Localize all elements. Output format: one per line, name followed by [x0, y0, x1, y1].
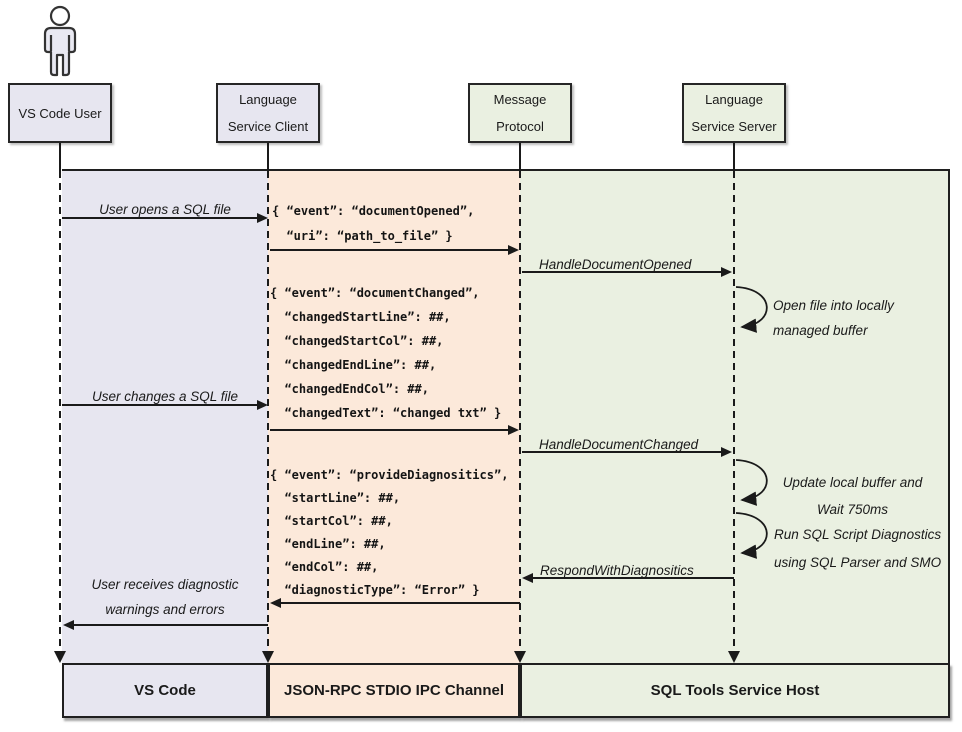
footer-label-ipc-channel: JSON-RPC STDIO IPC Channel [283, 682, 505, 699]
lifeline-server [733, 171, 735, 649]
arrowhead-diagnostics-to-client [270, 598, 281, 608]
annotation-run-diagnostics: Run SQL Script Diagnostics using SQL Par… [774, 527, 942, 570]
lifeline-stub-client [267, 143, 269, 171]
arrowhead-document-changed-send [508, 425, 519, 435]
footer-label-service-host: SQL Tools Service Host [650, 682, 820, 699]
lane-ipc-channel [268, 171, 520, 663]
message-label-user-changes: User changes a SQL file [91, 389, 239, 404]
arrowhead-user-changes [257, 400, 268, 410]
annotation-open-file: Open file into locally managed buffer [773, 298, 894, 338]
actor-box-vscode-user: VS Code User [8, 83, 112, 143]
actor-box-language-service-client: Language Service Client [216, 83, 320, 143]
arrow-handle-document-opened [522, 271, 722, 273]
annotation-update-buffer: Update local buffer and Wait 750ms [782, 475, 923, 517]
actor-label-vscode-user: VS Code User [18, 105, 102, 121]
arrowhead-handle-document-opened [721, 267, 732, 277]
arrowhead-user-opens [257, 213, 268, 223]
code-document-opened: { “event”: “documentOpened”, “uri”: “pat… [272, 204, 475, 243]
lifeline-stub-user [59, 143, 61, 171]
arrow-user-receives [74, 624, 268, 626]
lifeline-stub-server [733, 143, 735, 171]
footer-box-vscode: VS Code [62, 663, 268, 718]
arrow-user-opens [62, 217, 258, 219]
user-actor-icon [43, 5, 77, 77]
actor-box-message-protocol: Message Protocol [468, 83, 572, 143]
lifeline-end-arrow-server [728, 651, 740, 663]
lifeline-end-arrow-client [262, 651, 274, 663]
lifeline-protocol [519, 171, 521, 649]
lane-top-border [62, 169, 950, 171]
footer-box-ipc-channel: JSON-RPC STDIO IPC Channel [268, 663, 520, 718]
lifeline-user [59, 171, 61, 649]
message-label-user-receives: User receives diagnostic warnings and er… [91, 577, 239, 617]
message-label-respond-with-diagnostics: RespondWithDiagnositics [540, 563, 694, 578]
message-label-handle-document-changed: HandleDocumentChanged [539, 437, 699, 452]
message-label-handle-document-opened: HandleDocumentOpened [539, 257, 692, 272]
footer-box-service-host: SQL Tools Service Host [520, 663, 950, 718]
message-label-user-opens: User opens a SQL file [99, 202, 231, 217]
actor-box-language-service-server: Language Service Server [682, 83, 786, 143]
lifeline-end-arrow-protocol [514, 651, 526, 663]
actor-label-language-service-server: Language Service Server [691, 92, 777, 134]
lane-right-border [948, 169, 950, 665]
arrow-handle-document-changed [522, 451, 722, 453]
code-document-changed: { “event”: “documentChanged”, “changedSt… [270, 286, 502, 420]
code-provide-diagnostics: { “event”: “provideDiagnositics”, “start… [270, 468, 509, 597]
arrow-respond-with-diagnostics [533, 577, 734, 579]
arrow-user-changes [62, 404, 258, 406]
arrow-diagnostics-to-client [281, 602, 520, 604]
lifeline-stub-protocol [519, 143, 521, 171]
arrowhead-document-opened-send [508, 245, 519, 255]
arrowhead-user-receives [63, 620, 74, 630]
arrow-document-changed-send [270, 429, 508, 431]
arrowhead-respond-with-diagnostics [522, 573, 533, 583]
actor-label-language-service-client: Language Service Client [227, 92, 309, 134]
footer-label-vscode: VS Code [134, 682, 196, 699]
lifeline-client [267, 171, 269, 649]
arrowhead-handle-document-changed [721, 447, 732, 457]
lane-vscode [62, 171, 268, 663]
lifeline-end-arrow-user [54, 651, 66, 663]
arrow-document-opened-send [270, 249, 508, 251]
actor-label-message-protocol: Message Protocol [493, 92, 547, 134]
